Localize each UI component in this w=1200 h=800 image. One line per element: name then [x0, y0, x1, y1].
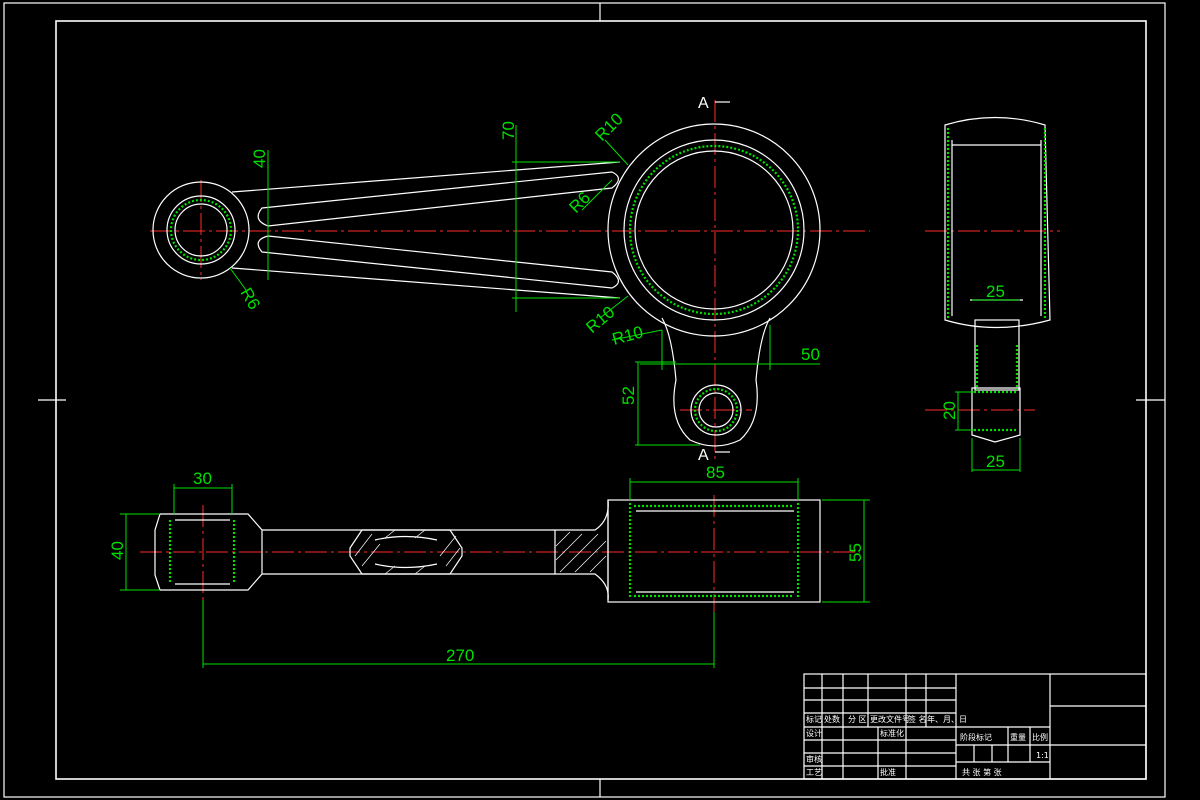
dim-lower-fillet-2: R10 — [610, 322, 645, 348]
tb-approve-label: 批准 — [880, 767, 896, 777]
dim-section-big-end-height: 55 — [846, 543, 865, 562]
dim-section-big-end-length: 85 — [706, 463, 725, 482]
dim-side-top-width: 25 — [986, 282, 1005, 301]
dim-section-small-end-height: 40 — [108, 541, 127, 560]
section-small-end — [154, 513, 263, 591]
section-big-end — [607, 499, 821, 603]
tb-zone-label: 分 区 — [848, 715, 867, 724]
section-mark-bottom: A — [698, 447, 709, 464]
dim-big-end-fillet: R10 — [591, 109, 626, 144]
dim-section-small-end-length: 30 — [193, 469, 212, 488]
side-lug — [971, 387, 1021, 443]
side-view: 25 25 20 — [925, 116, 1060, 472]
tb-count-label: 处数 — [824, 714, 840, 724]
big-end-outer — [607, 123, 821, 337]
small-end-outer — [152, 181, 250, 279]
front-view: A A 40 70 R10 R6 R6 R10 R10 50 52 — [150, 95, 870, 464]
lower-lug — [661, 317, 771, 447]
tb-change-doc-label: 更改文件号 — [870, 714, 910, 724]
big-end-bushing — [628, 144, 800, 316]
tb-design-label: 设计 — [806, 728, 822, 738]
tb-weight-label: 重量 — [1010, 732, 1026, 742]
sheet-frame — [3, 2, 1166, 798]
tb-date-label: 年、月、日 — [927, 714, 967, 724]
tb-stage-mark-label: 阶段标记 — [960, 732, 992, 742]
dim-center-distance: 270 — [446, 646, 474, 665]
tb-scale-value: 1:1 — [1036, 751, 1049, 760]
tb-review-label: 审核 — [806, 754, 822, 764]
tb-process-label: 工艺 — [806, 768, 822, 777]
dim-lug-height: 52 — [619, 386, 638, 405]
tb-mark-label: 标记 — [806, 714, 822, 724]
side-stem — [974, 319, 1020, 391]
dim-side-bottom-width: 25 — [986, 452, 1005, 471]
dim-small-end-width: 40 — [250, 149, 269, 168]
side-big-end — [944, 116, 1051, 329]
tb-scale-label: 比例 — [1032, 732, 1048, 742]
tb-sheets-label: 共 张 第 张 — [962, 767, 1002, 777]
dim-lug-width: 50 — [801, 345, 820, 364]
tb-signature-label: 签 名 — [908, 714, 927, 724]
section-mark-top: A — [698, 95, 709, 112]
dim-center-offset: 70 — [499, 121, 518, 140]
dim-small-end-fillet: R6 — [237, 285, 264, 313]
title-block: 标记 处数 分 区 更改文件号 签 名 年、月、日 设计 标准化 审核 工艺 批… — [803, 673, 1147, 780]
small-end-bushing — [169, 198, 233, 262]
tb-standardization-label: 标准化 — [880, 728, 904, 738]
dim-side-lug-thickness: 20 — [940, 401, 959, 420]
section-view: 30 40 85 55 270 — [108, 463, 870, 668]
